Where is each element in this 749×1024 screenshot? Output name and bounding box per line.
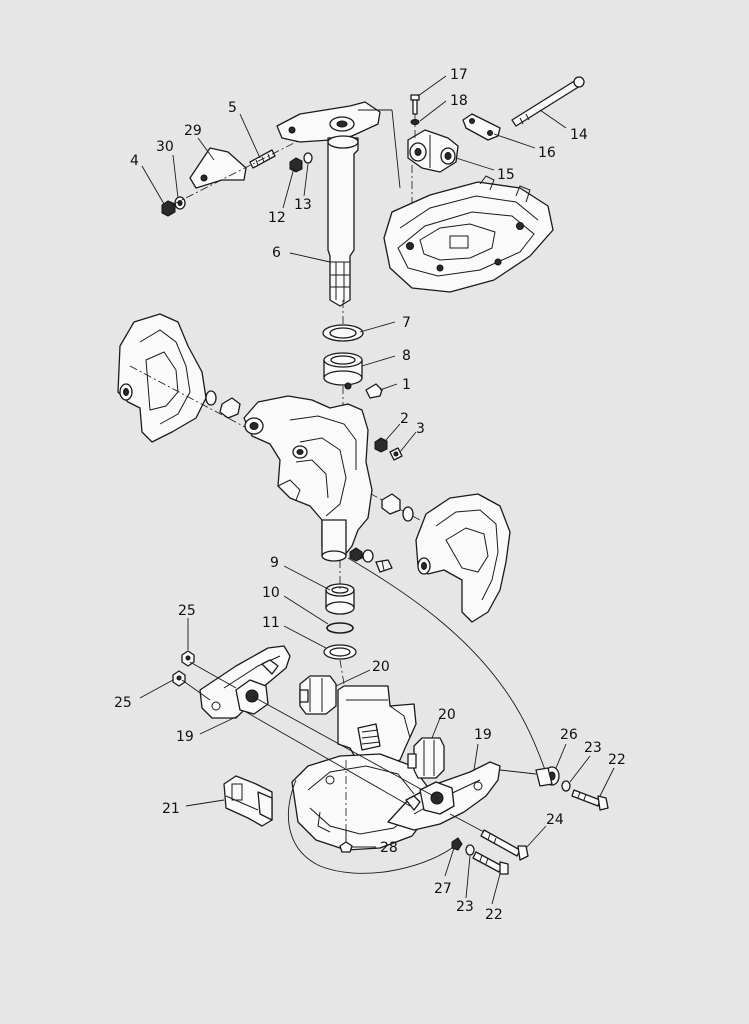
upper-mount-plate: [383, 175, 554, 293]
bolt-22-upper: [571, 789, 609, 811]
callout-25-left: 25: [114, 695, 132, 711]
fitting-lower-c: [375, 559, 393, 573]
bolt-17: [410, 94, 420, 115]
callout-28: 28: [380, 840, 398, 856]
bushing-left-a: [205, 390, 217, 406]
bolt-28: [339, 830, 353, 853]
swivel-bracket: [243, 395, 373, 562]
callout-3: 3: [416, 421, 425, 437]
plate-16: [462, 113, 501, 141]
steering-shaft: [327, 135, 359, 307]
callout-17: 17: [450, 67, 468, 83]
grease-fitting-1: [344, 382, 383, 399]
bolt-24: [480, 829, 529, 861]
callout-18: 18: [450, 93, 468, 109]
bolt-22-lower: [472, 851, 509, 875]
bushing-left-b: [219, 397, 241, 419]
callout-27: 27: [434, 881, 452, 897]
callout-19-left: 19: [176, 729, 194, 745]
callout-11: 11: [262, 615, 280, 631]
callout-30: 30: [156, 139, 174, 155]
stopper-21: [223, 775, 273, 827]
seal-7: [322, 324, 364, 342]
nut-12: [289, 157, 303, 173]
leader-lines: [139, 75, 615, 905]
washer-27: [451, 837, 463, 851]
rubber-damper-20-right: [407, 737, 445, 779]
clamp-bracket-right: [415, 493, 511, 623]
callout-13: 13: [294, 197, 312, 213]
clamp-bracket-left: [117, 313, 207, 443]
callout-10: 10: [262, 585, 280, 601]
callout-19-right: 19: [474, 727, 492, 743]
screw-3: [389, 447, 403, 461]
callout-24: 24: [546, 812, 564, 828]
washer-23-lower: [465, 844, 475, 856]
bracket-29: [189, 147, 247, 189]
bushing-8: [323, 352, 363, 386]
seal-11: [323, 644, 357, 660]
ground-lead-wire: [347, 557, 549, 779]
callout-22-upper: 22: [608, 752, 626, 768]
callout-16: 16: [538, 145, 556, 161]
lower-mount-housing: [337, 685, 417, 769]
collar-26: [535, 766, 560, 787]
callout-29: 29: [184, 123, 202, 139]
callout-20-left: 20: [372, 659, 390, 675]
lower-cover-plate: [291, 753, 431, 851]
fitting-lower-b: [362, 549, 374, 563]
o-ring-10: [326, 622, 354, 634]
bushing-right-b: [402, 506, 414, 522]
lower-wire-left: [288, 779, 453, 874]
bushing-right-a: [381, 493, 401, 515]
callout-21: 21: [162, 801, 180, 817]
rod-14: [511, 76, 585, 127]
steering-arm: [276, 101, 381, 143]
rubber-damper-20-left: [299, 675, 337, 715]
callout-20-right: 20: [438, 707, 456, 723]
nut-2: [374, 437, 388, 453]
callout-26: 26: [560, 727, 578, 743]
lower-mount-right: [387, 761, 501, 831]
lower-mount-left: [199, 645, 291, 719]
fitting-15: [407, 129, 459, 173]
washer-23-upper: [561, 780, 571, 792]
callout-4: 4: [130, 153, 139, 169]
callout-7: 7: [402, 315, 411, 331]
callout-22-lower: 22: [485, 907, 503, 923]
callout-14: 14: [570, 127, 588, 143]
nut-4: [161, 200, 176, 217]
callout-labels: 17 18 5 29 14 30 4 16 15 12 13 6 7 8 1 2…: [114, 67, 626, 923]
callout-15: 15: [497, 167, 515, 183]
callout-25-top: 25: [178, 603, 196, 619]
callout-9: 9: [270, 555, 279, 571]
fitting-lower-a: [349, 547, 363, 562]
callout-12: 12: [268, 210, 286, 226]
nut-25-left: [172, 670, 186, 687]
washer-13: [303, 152, 313, 164]
callout-1: 1: [402, 377, 411, 393]
callout-6: 6: [272, 245, 281, 261]
callout-23-lower: 23: [456, 899, 474, 915]
callout-2: 2: [400, 411, 409, 427]
callout-23-upper: 23: [584, 740, 602, 756]
callout-8: 8: [402, 348, 411, 364]
washer-30: [174, 196, 186, 210]
callout-5: 5: [228, 100, 237, 116]
